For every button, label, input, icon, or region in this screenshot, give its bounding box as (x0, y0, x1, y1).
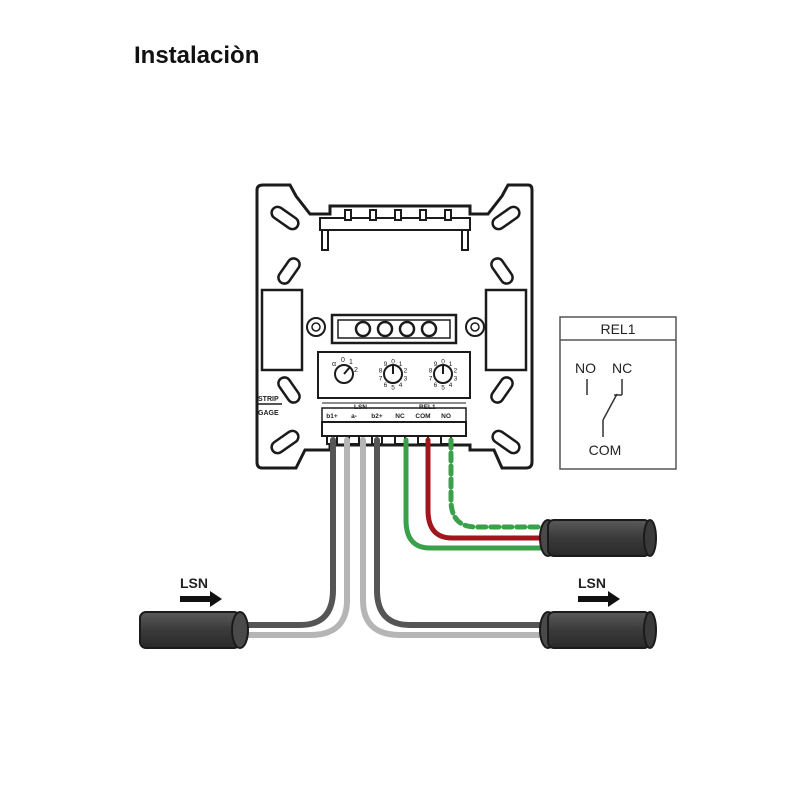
dial-left-digit: 1 (349, 359, 353, 366)
dial-digit: 5 (391, 385, 395, 392)
dial-digit: 6 (434, 382, 438, 389)
screw-inner (470, 322, 480, 332)
dial-left-digit: 0 (341, 357, 345, 364)
terminal-label: a- (351, 413, 357, 420)
lsn-left-indicator: LSN (180, 575, 222, 607)
screw-inner (311, 322, 321, 332)
dial-left-digit: α (332, 361, 336, 368)
dial-digit: 8 (379, 368, 383, 375)
right-panel (484, 288, 528, 372)
left-panel (260, 288, 304, 372)
dial-left-digit: 2 (354, 367, 358, 374)
cable-right-lsn (539, 611, 657, 649)
terminal-label: b1+ (326, 413, 338, 420)
wires (235, 437, 551, 638)
rel-group-label: REL1 (419, 404, 436, 411)
relay-schematic-box: REL1 NO NC COM (559, 316, 677, 470)
relay-com-label: COM (589, 442, 622, 458)
strip-label: STRIP (258, 396, 279, 403)
dial-digit: 7 (379, 376, 383, 383)
terminal-label: NC (395, 413, 405, 420)
dial-digit: 9 (384, 361, 388, 368)
wire-com (425, 437, 551, 541)
dial-digit: 8 (429, 368, 433, 375)
page-title: Instalaciòn (134, 42, 260, 69)
lsn-right-label: LSN (578, 575, 606, 591)
dial-digit: 9 (434, 361, 438, 368)
dial-digit: 1 (399, 361, 403, 368)
mounting-slots (270, 205, 521, 455)
lsn-right-indicator: LSN (578, 575, 620, 607)
gage-label: GAGE (258, 410, 279, 417)
wire-a-minus-right (360, 437, 548, 638)
dial-left: α 0 1 2 (332, 357, 358, 384)
relay-no-label: NO (575, 360, 596, 376)
wire-a-minus-left (235, 437, 350, 638)
terminal-label: COM (415, 413, 430, 420)
dial-digit: 3 (404, 376, 408, 383)
dial-digit: 3 (454, 376, 458, 383)
terminal-label: b2+ (371, 413, 383, 420)
top-terminal-comb (319, 209, 471, 251)
dial-digit: 2 (404, 368, 408, 375)
wire-b2-plus (374, 437, 548, 628)
arrow-right-icon (180, 591, 222, 607)
dial-digit: 0 (441, 359, 445, 366)
connector-holes (354, 320, 438, 338)
dial-digit: 0 (391, 359, 395, 366)
wire-no (448, 437, 551, 530)
terminal-label: NO (441, 413, 451, 420)
cable-left (139, 611, 249, 649)
wire-b1-plus (235, 437, 336, 628)
dial-digit: 7 (429, 376, 433, 383)
relay-nc-label: NC (612, 360, 632, 376)
cable-right-relay (539, 519, 657, 557)
lsn-left-label: LSN (180, 575, 208, 591)
dial-digit: 5 (441, 385, 445, 392)
dial-digit: 2 (454, 368, 458, 375)
lsn-group-label: LSN (354, 404, 367, 411)
dial-digit: 4 (449, 382, 453, 389)
dial-digit: 4 (399, 382, 403, 389)
dial-digit: 6 (384, 382, 388, 389)
relay-box-title: REL1 (600, 321, 635, 337)
wire-nc (403, 437, 551, 551)
dial-digit: 1 (449, 361, 453, 368)
arrow-right-icon (578, 591, 620, 607)
